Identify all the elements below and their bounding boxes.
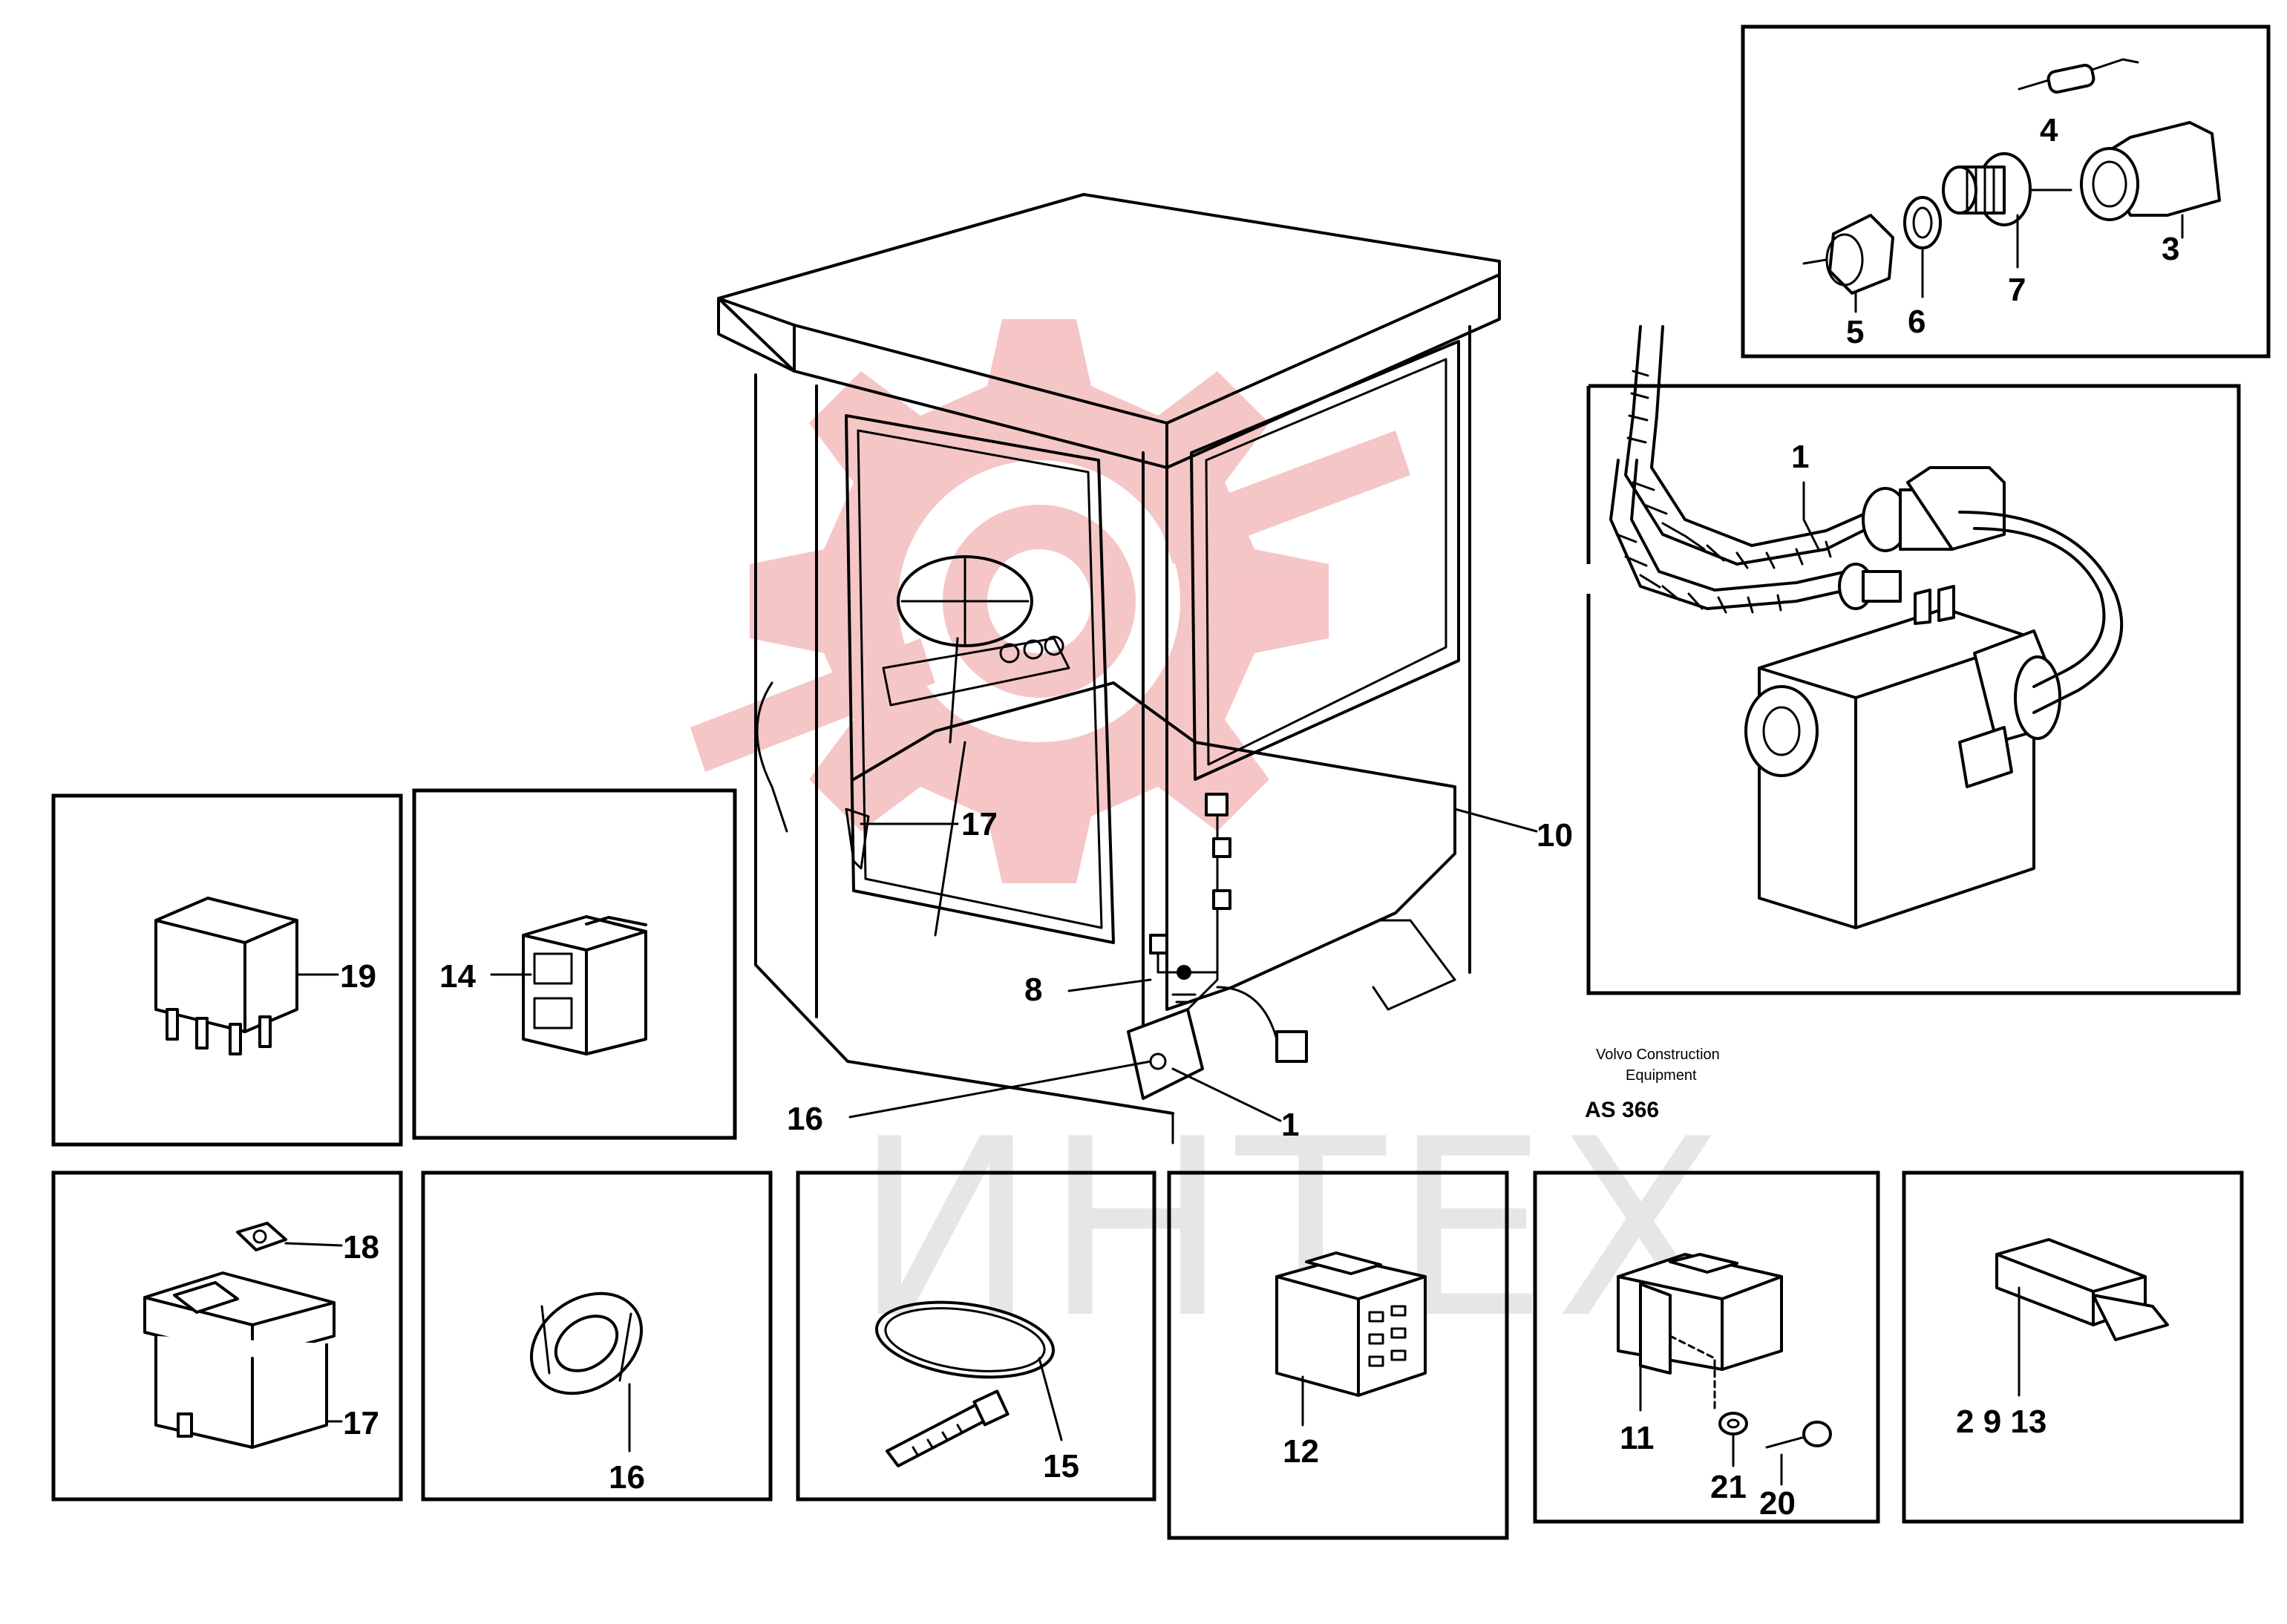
capacitor-part-icon [2018,58,2139,94]
valve-inset-frame [1586,384,2241,995]
box-nut [421,1170,773,1502]
box-bracket [1533,1170,1880,1524]
box-connector [1167,1170,1509,1540]
rocker-switch-icon [143,1271,336,1449]
washer-icon [1718,1412,1748,1435]
label-21: 21 [1710,1469,1747,1505]
leader-16 [848,1060,1152,1119]
valve-cable-icon [1958,511,2124,714]
socket-housing-icon [2080,121,2221,221]
switch-symbol-cap-icon [236,1222,287,1251]
cable-tie-icon [874,1300,1056,1467]
label-15: 15 [1043,1448,1079,1484]
label-2-9-13: 2 9 13 [1956,1404,2046,1440]
inset-connector-box [1741,24,2271,358]
label-6: 6 [1908,304,1926,340]
valve-label-1: 1 [1791,439,1809,475]
label-main-16: 16 [787,1101,823,1137]
box-holder [412,788,737,1140]
label-3: 3 [2162,231,2179,267]
diagram-code: AS 366 [1585,1098,1659,1122]
label-19: 19 [340,958,376,995]
label-20: 20 [1759,1485,1796,1522]
leader-8 [1067,978,1152,992]
operator-cab-icon [717,193,1501,1145]
label-11: 11 [1620,1420,1655,1456]
o-ring-icon [1903,196,1942,249]
leader-1 [1171,1067,1282,1122]
leader-10 [1453,808,1538,833]
bracket-icon [1617,1253,1783,1412]
label-main-17: 17 [961,806,998,842]
company-line2: Equipment [1626,1067,1697,1084]
company-line1: Volvo Construction [1596,1047,1720,1063]
box-plug [1902,1170,2244,1524]
solenoid-valve-icon [1744,585,2061,929]
nut-icon [529,1291,644,1395]
screw-icon [1765,1421,1832,1449]
label-5: 5 [1846,314,1864,350]
valve-connector-icon [1838,466,2006,610]
label-18: 18 [343,1229,379,1266]
box-switch [51,1170,403,1502]
label-4: 4 [2040,112,2058,148]
relay-holder-icon [522,915,647,1055]
threaded-fitting-icon [1942,152,2072,226]
label-main-8: 8 [1024,972,1042,1008]
watermark-gear-icon [690,319,1410,883]
label-14: 14 [439,958,476,995]
cap-nut-icon [1802,214,1894,295]
box-cable-tie [796,1170,1156,1502]
label-7: 7 [2008,272,2026,308]
corrugated-hose-icon [1609,325,1887,614]
label-17: 17 [343,1405,379,1441]
label-12: 12 [1283,1433,1319,1470]
label-main-1: 1 [1281,1107,1299,1143]
label-16: 16 [609,1459,645,1496]
multi-pin-connector-icon [1275,1251,1427,1397]
relay-icon [154,897,298,1055]
label-main-10: 10 [1537,817,1573,854]
box-relay [51,793,403,1147]
flat-plug-icon [1995,1238,2169,1341]
